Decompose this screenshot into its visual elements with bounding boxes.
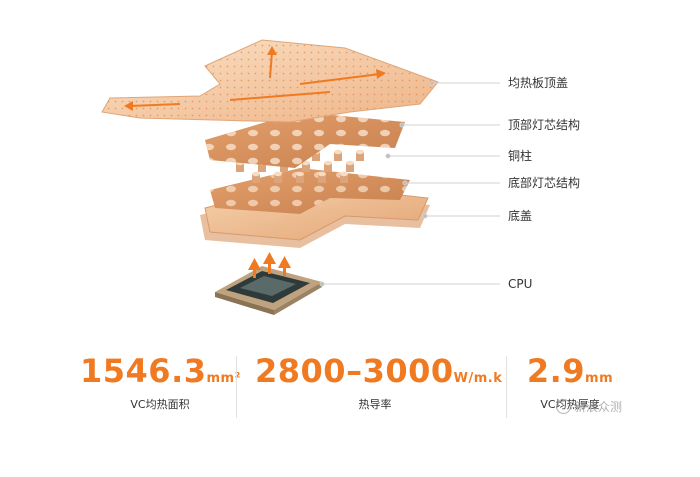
heat-flow-arrows <box>129 51 381 107</box>
stat-thickness-unit: mm <box>585 371 614 386</box>
copper-pillar <box>340 171 348 183</box>
copper-pillar <box>296 171 304 183</box>
weibo-icon <box>556 399 571 414</box>
leader-lines <box>319 80 500 287</box>
top-wick-layer <box>205 112 405 168</box>
copper-pillar <box>324 160 332 172</box>
copper-pillar <box>274 171 282 183</box>
watermark-text: 新浪众测 <box>574 400 623 414</box>
copper-pillar <box>318 171 326 183</box>
label-bottom-cover: 底盖 <box>508 209 533 223</box>
label-top-wick: 顶部灯芯结构 <box>508 118 581 132</box>
cpu-chip <box>215 266 322 315</box>
cpu-heat-arrows <box>248 252 291 278</box>
stat-conductivity-value: 2800–3000 <box>255 352 454 390</box>
top-cover-layer <box>101 39 439 123</box>
watermark: 新浪众测 <box>556 398 622 415</box>
label-top-cover: 均热板顶盖 <box>508 76 569 90</box>
stat-thickness: 2.9mm VC均热厚度 <box>520 352 620 412</box>
stat-thickness-value: 2.9 <box>526 352 586 390</box>
copper-pillar <box>346 160 354 172</box>
divider <box>236 356 237 418</box>
copper-pillar <box>334 149 342 161</box>
stat-area-caption: VC均热面积 <box>130 398 190 411</box>
stat-area-unit: mm² <box>206 371 241 386</box>
copper-pillar <box>252 171 260 183</box>
stat-area-value: 1546.3 <box>80 352 207 390</box>
stat-conductivity-unit: W/m.k <box>453 371 503 386</box>
label-bottom-wick: 底部灯芯结构 <box>508 176 581 190</box>
divider <box>506 356 507 418</box>
copper-pillar <box>302 160 310 172</box>
stat-conductivity-caption: 热导率 <box>358 398 392 411</box>
copper-pillar <box>356 149 364 161</box>
stat-area: 1546.3mm² VC均热面积 <box>80 352 240 412</box>
label-copper-pillar: 铜柱 <box>508 149 533 163</box>
stat-conductivity: 2800–3000W/m.k 热导率 <box>255 352 502 412</box>
label-cpu: CPU <box>508 277 533 291</box>
